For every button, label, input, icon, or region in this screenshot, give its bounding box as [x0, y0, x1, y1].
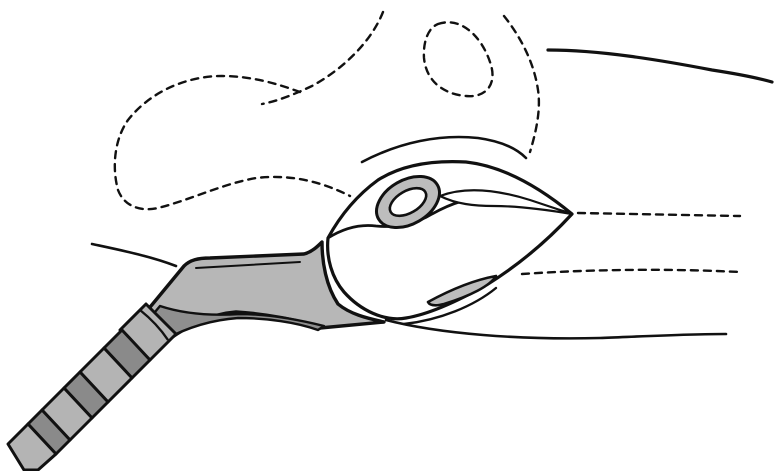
left-skin-line [92, 244, 176, 266]
upper-arc-line [362, 137, 526, 162]
dashed-bone-outline [115, 12, 383, 209]
dashed-upper-leader [578, 213, 740, 216]
dashed-right-contour [504, 16, 539, 152]
tissue-pocket [328, 162, 572, 319]
upper-skin-line [548, 50, 772, 82]
dashed-oval-structure [424, 22, 493, 96]
lower-skin-line [386, 320, 726, 338]
instrument-handle [8, 304, 176, 470]
dashed-lower-leader [522, 270, 740, 274]
